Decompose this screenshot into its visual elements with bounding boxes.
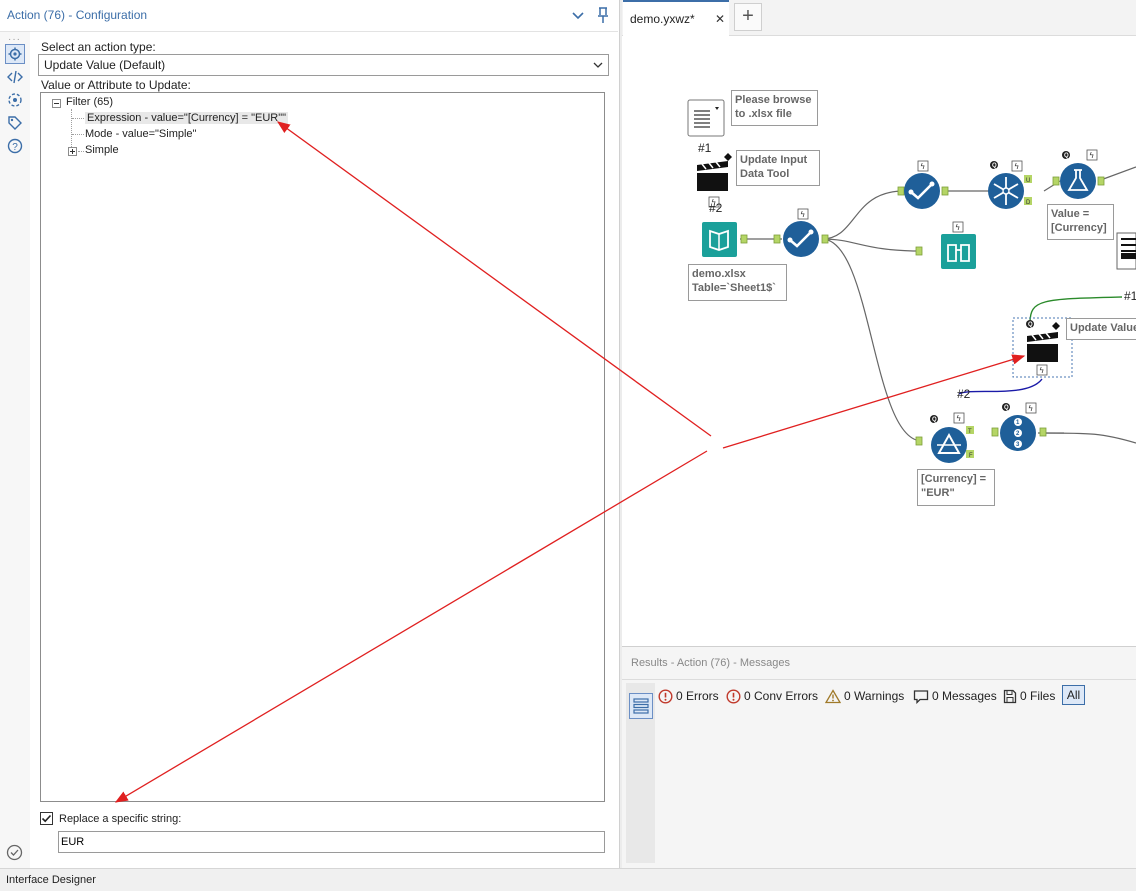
conv-errors-filter[interactable]: 0 Conv Errors xyxy=(726,687,818,705)
config-title: Action (76) - Configuration xyxy=(7,8,148,22)
svg-text:?: ? xyxy=(12,142,18,153)
value-attribute-tree[interactable]: Filter (65) Expression - value="[Currenc… xyxy=(40,92,605,802)
tab-strip: demo.yxwz* ✕ + xyxy=(622,0,1136,36)
files-filter[interactable]: 0 Files xyxy=(1003,687,1055,705)
svg-text:Q: Q xyxy=(1064,153,1069,159)
tree-node-expression-label: Expression - value="[Currency] = "EUR"" xyxy=(85,112,289,124)
all-filter-button[interactable]: All xyxy=(1062,685,1085,705)
messages-count: 0 Messages xyxy=(932,689,997,703)
annotation-update-input: Update Input Data Tool xyxy=(736,150,820,186)
svg-text:Q: Q xyxy=(932,417,937,423)
tab-label: demo.yxwz* xyxy=(630,12,695,26)
pin-icon[interactable] xyxy=(595,6,611,24)
svg-text:Q: Q xyxy=(1028,322,1033,328)
tree-node-expression[interactable]: Expression - value="[Currency] = "EUR"" xyxy=(85,112,289,124)
annotation-update-value: Update Value xyxy=(1066,318,1136,340)
code-icon[interactable] xyxy=(5,67,25,87)
chevron-down-icon[interactable] xyxy=(571,8,585,22)
results-panel: Results - Action (76) - Messages 0 Error… xyxy=(622,646,1136,868)
replace-string-input[interactable] xyxy=(58,831,605,853)
status-bar-label: Interface Designer xyxy=(6,874,96,886)
annotation-value: Value = [Currency] xyxy=(1047,204,1114,240)
action-type-select[interactable]: Update Value (Default) xyxy=(38,54,609,76)
tag-icon[interactable] xyxy=(5,113,25,133)
list-icon xyxy=(633,698,649,714)
tree-guide xyxy=(78,151,84,152)
warnings-filter[interactable]: 0 Warnings xyxy=(825,687,904,705)
file-icon xyxy=(1003,689,1017,703)
svg-text:ϟ: ϟ xyxy=(920,162,925,171)
results-rail xyxy=(626,683,655,863)
action-type-value: Update Value (Default) xyxy=(44,58,166,72)
tag-label: #2 xyxy=(957,387,971,401)
svg-text:ϟ: ϟ xyxy=(711,198,716,207)
status-bar: Interface Designer xyxy=(0,868,1136,891)
tree-node-mode[interactable]: Mode - value="Simple" xyxy=(85,128,197,140)
svg-text:T: T xyxy=(968,429,972,435)
connection-icon[interactable] xyxy=(5,90,25,110)
svg-text:D: D xyxy=(1026,200,1031,206)
chevron-down-icon xyxy=(593,62,603,68)
list-view-button[interactable] xyxy=(629,693,653,719)
svg-text:ϟ: ϟ xyxy=(956,414,961,423)
validate-icon[interactable] xyxy=(6,844,23,861)
svg-text:ϟ: ϟ xyxy=(1039,366,1044,375)
tree-collapse-toggle[interactable] xyxy=(52,99,61,108)
annotation-browse: Please browse to .xlsx file xyxy=(731,90,818,126)
errors-count: 0 Errors xyxy=(676,689,719,703)
results-title: Results - Action (76) - Messages xyxy=(631,657,790,669)
config-header: Action (76) - Configuration xyxy=(0,0,618,32)
svg-text:ϟ: ϟ xyxy=(1014,162,1019,171)
gear-icon[interactable] xyxy=(5,44,25,64)
tree-node-simple[interactable]: Simple xyxy=(85,144,119,156)
svg-text:ϟ: ϟ xyxy=(1089,151,1094,160)
tag-label: #1 xyxy=(1124,289,1136,303)
svg-text:Q: Q xyxy=(1004,405,1009,411)
workflow-canvas[interactable]: U D T F ϟ ϟ ϟ ϟ ϟ ϟ ϟ ϟ ϟ xyxy=(622,37,1136,644)
warning-icon xyxy=(825,688,841,703)
annotation-currency: [Currency] = "EUR" xyxy=(917,469,995,506)
files-count: 0 Files xyxy=(1020,689,1056,703)
results-separator xyxy=(622,679,1136,680)
tab-demo-workflow[interactable]: demo.yxwz* ✕ xyxy=(623,0,729,36)
svg-text:ϟ: ϟ xyxy=(955,223,960,232)
conv-errors-count: 0 Conv Errors xyxy=(744,689,819,703)
warnings-count: 0 Warnings xyxy=(844,689,905,703)
help-icon[interactable]: ? xyxy=(5,136,25,156)
svg-text:ϟ: ϟ xyxy=(1028,404,1033,413)
checkmark-icon xyxy=(41,814,52,823)
value-attribute-label: Value or Attribute to Update: xyxy=(41,78,191,92)
tree-node-filter[interactable]: Filter (65) xyxy=(66,96,114,108)
action-type-label: Select an action type: xyxy=(41,40,156,54)
tree-expand-toggle[interactable] xyxy=(68,147,77,156)
svg-text:F: F xyxy=(969,453,973,459)
config-sidebar: ··· ? xyxy=(0,32,30,868)
replace-string-label: Replace a specific string: xyxy=(59,813,182,825)
annotation-demo-xlsx: demo.xlsx Table=`Sheet1$` xyxy=(688,264,787,301)
error-icon xyxy=(658,688,673,704)
messages-filter[interactable]: 0 Messages xyxy=(913,687,997,705)
conv-error-icon xyxy=(726,688,741,704)
add-tab-button[interactable]: + xyxy=(734,3,762,31)
replace-string-checkbox[interactable] xyxy=(40,812,53,825)
svg-text:Q: Q xyxy=(992,163,997,169)
tree-guide xyxy=(72,134,84,135)
tag-label: #2 xyxy=(709,201,723,215)
close-icon[interactable]: ✕ xyxy=(715,12,726,26)
svg-text:ϟ: ϟ xyxy=(800,210,805,219)
tree-guide xyxy=(71,109,72,151)
drag-handle-icon[interactable]: ··· xyxy=(8,34,21,45)
errors-filter[interactable]: 0 Errors xyxy=(658,687,719,705)
svg-text:U: U xyxy=(1026,178,1030,184)
tag-label: #1 xyxy=(698,141,712,155)
tree-guide xyxy=(72,118,84,119)
message-icon xyxy=(913,689,929,704)
